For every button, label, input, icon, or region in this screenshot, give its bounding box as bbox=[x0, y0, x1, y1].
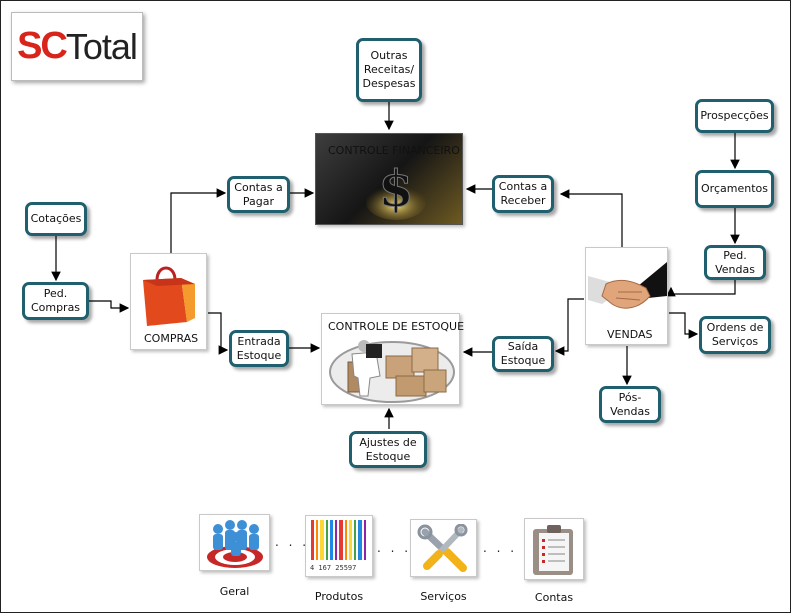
pos-vendas-box[interactable]: Pós- Vendas bbox=[599, 386, 661, 423]
saida-estoque-box[interactable]: Saída Estoque bbox=[492, 336, 554, 372]
vendas-label: VENDAS bbox=[607, 328, 653, 341]
ped-vendas-box[interactable]: Ped. Vendas bbox=[704, 245, 766, 280]
geral-tile[interactable] bbox=[199, 514, 270, 571]
separator-dots: . . . bbox=[377, 541, 412, 555]
ordens-servicos-box[interactable]: Ordens de Serviços bbox=[699, 316, 771, 354]
contas-label: Contas bbox=[534, 591, 574, 604]
produtos-tile[interactable]: 4 167 25597 bbox=[305, 515, 373, 577]
controle-financeiro-label: CONTROLE FINANCEIRO bbox=[328, 144, 460, 157]
controle-estoque-panel: CONTROLE DE ESTOQUE bbox=[321, 313, 464, 405]
cotacoes-box[interactable]: Cotações bbox=[25, 202, 87, 236]
tools-icon bbox=[417, 523, 471, 578]
servicos-tile[interactable] bbox=[410, 519, 477, 577]
sctotal-logo: SC Total bbox=[11, 12, 143, 81]
compras-label: COMPRAS bbox=[144, 332, 199, 345]
controle-financeiro-panel: $ CONTROLE FINANCEIRO bbox=[315, 133, 463, 225]
compras-panel: COMPRAS bbox=[130, 253, 207, 350]
geral-label: Geral bbox=[219, 585, 250, 598]
orcamentos-box[interactable]: Orçamentos bbox=[695, 170, 774, 208]
prospeccoes-box[interactable]: Prospecções bbox=[695, 99, 774, 133]
contas-pagar-box[interactable]: Contas a Pagar bbox=[227, 176, 290, 213]
svg-text:$: $ bbox=[379, 159, 414, 218]
logo-sc-text: SC bbox=[17, 25, 68, 67]
shopping-bag-icon bbox=[137, 260, 201, 328]
barcode-icon bbox=[310, 520, 370, 568]
ajustes-estoque-box[interactable]: Ajustes de Estoque bbox=[349, 431, 427, 468]
vendas-panel: VENDAS bbox=[585, 247, 668, 345]
boxes-icon bbox=[326, 332, 457, 404]
ped-compras-box[interactable]: Ped. Compras bbox=[22, 282, 89, 320]
controle-estoque-label: CONTROLE DE ESTOQUE bbox=[328, 320, 465, 333]
handshake-icon bbox=[588, 252, 667, 322]
logo-total-text: Total bbox=[65, 25, 138, 67]
servicos-label: Serviços bbox=[420, 590, 467, 603]
target-people-icon bbox=[204, 517, 267, 574]
produtos-label: Produtos bbox=[314, 590, 364, 603]
clipboard-icon bbox=[531, 523, 579, 581]
separator-dots: . . . bbox=[275, 535, 310, 549]
contas-receber-box[interactable]: Contas a Receber bbox=[492, 175, 554, 213]
separator-dots: . . . . bbox=[483, 541, 531, 555]
contas-tile[interactable] bbox=[524, 518, 584, 580]
entrada-estoque-box[interactable]: Entrada Estoque bbox=[229, 330, 289, 367]
barcode-digits: 4 167 25597 bbox=[310, 564, 357, 572]
outras-receitas-box[interactable]: Outras Receitas/ Despesas bbox=[356, 38, 422, 102]
dollar-sign-icon: $ bbox=[366, 154, 426, 222]
